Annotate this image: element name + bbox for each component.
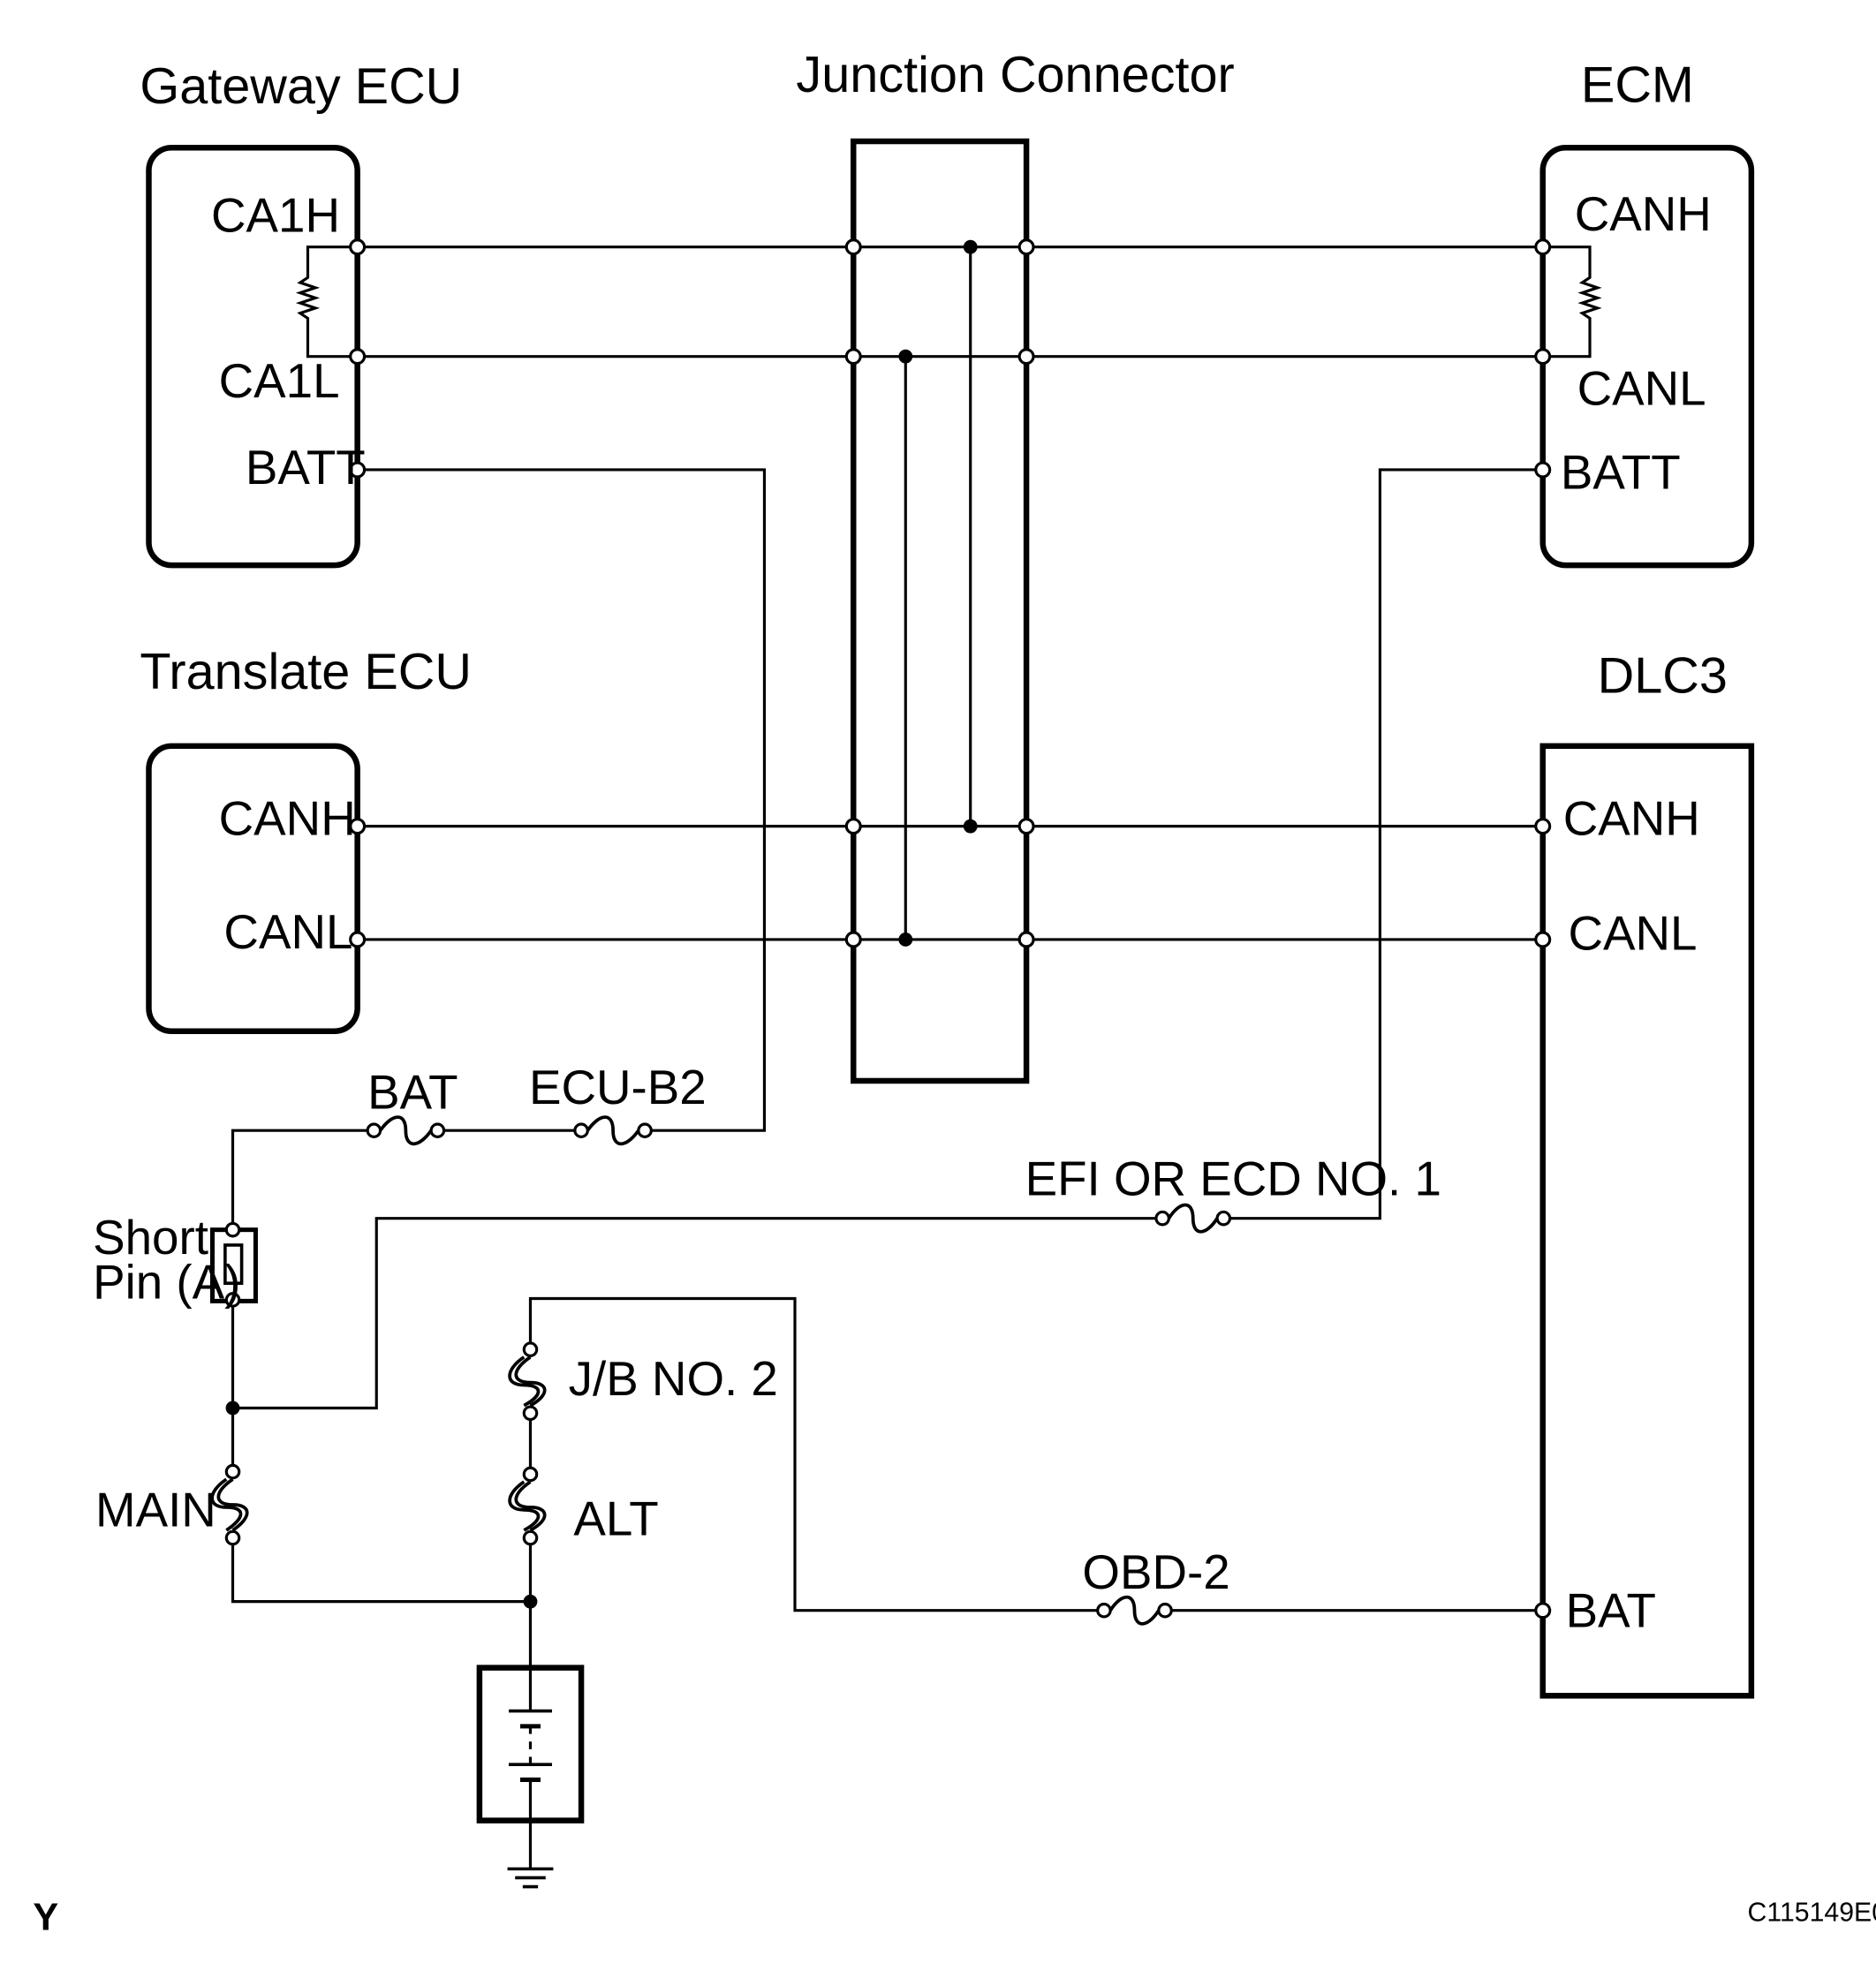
junction-dot: [225, 1401, 240, 1416]
fuse-label-obd2: OBD-2: [1082, 1544, 1229, 1599]
wire: [232, 1217, 1161, 1410]
corner-mark: Y: [33, 1897, 58, 1939]
junction-dot: [898, 349, 913, 364]
battery-icon: [509, 1667, 552, 1821]
junction-connector-box: [850, 138, 1030, 1084]
pin-label-translate-canh: CANH: [219, 791, 356, 846]
pin-label-translate-canl: CANL: [223, 904, 352, 959]
ground-icon: [507, 1820, 554, 1889]
fuse-label-ecu-b2: ECU-B2: [529, 1060, 707, 1114]
pin-label-ca1l: CA1L: [219, 353, 340, 408]
gateway-termination-resistor: [295, 245, 358, 359]
dlc3-box: [1539, 743, 1755, 1699]
pin-label-ecm-batt: BATT: [1561, 445, 1681, 500]
gateway-ecu-title: Gateway ECU: [140, 58, 462, 115]
fuse-main-icon: [210, 1463, 249, 1546]
ecm-batt-wire: [1226, 468, 1543, 1220]
pin-label-gateway-batt: BATT: [246, 440, 366, 495]
translate-ecu-title: Translate ECU: [140, 644, 472, 700]
translate-ecu-box: [146, 743, 360, 1034]
wire: [528, 1296, 1102, 1612]
wire: [231, 1537, 531, 1604]
pin-label-dlc3-canh: CANH: [1563, 791, 1700, 846]
short-pin-label-line2: Pin (A): [93, 1254, 240, 1309]
fuse-label-jb-no2: J/B NO. 2: [569, 1351, 778, 1406]
fuse-label-alt: ALT: [573, 1491, 658, 1546]
short-pin-icon: [209, 1221, 258, 1308]
ecm-termination-resistor: [1542, 245, 1602, 359]
fuse-efi-icon: [1154, 1203, 1232, 1234]
junction-dot: [963, 239, 978, 254]
pin-label-dlc3-canl: CANL: [1569, 905, 1698, 960]
figure-code: C115149E01: [1748, 1898, 1876, 1927]
fuse-label-main: MAIN: [95, 1483, 216, 1537]
ecm-title: ECM: [1581, 57, 1694, 113]
junction-dot: [963, 819, 978, 834]
junction-dot: [898, 933, 913, 947]
fuse-bat-icon: [366, 1115, 446, 1146]
terminals: [349, 238, 1552, 1620]
fuse-alt-icon: [508, 1466, 547, 1546]
junction-connector-title: Junction Connector: [796, 47, 1234, 103]
fuse-obd2-icon: [1096, 1595, 1173, 1626]
pin-label-ca1h: CA1H: [211, 187, 340, 242]
gateway-batt-wire: [357, 468, 767, 1132]
fuse-jb-no2-icon: [508, 1341, 547, 1422]
fuse-label-bat: BAT: [367, 1065, 458, 1120]
pin-label-dlc3-bat: BAT: [1566, 1582, 1656, 1637]
junction-dot: [523, 1594, 538, 1609]
dlc3-title: DLC3: [1598, 647, 1728, 704]
fuse-ecu-b2-icon: [573, 1115, 653, 1146]
wire: [231, 1129, 372, 1230]
short-pin-label-line1: Short: [93, 1210, 208, 1265]
pin-label-ecm-canh: CANH: [1575, 186, 1712, 241]
fuse-label-efi: EFI OR ECD NO. 1: [1025, 1152, 1441, 1206]
pin-label-ecm-canl: CANL: [1577, 360, 1706, 415]
